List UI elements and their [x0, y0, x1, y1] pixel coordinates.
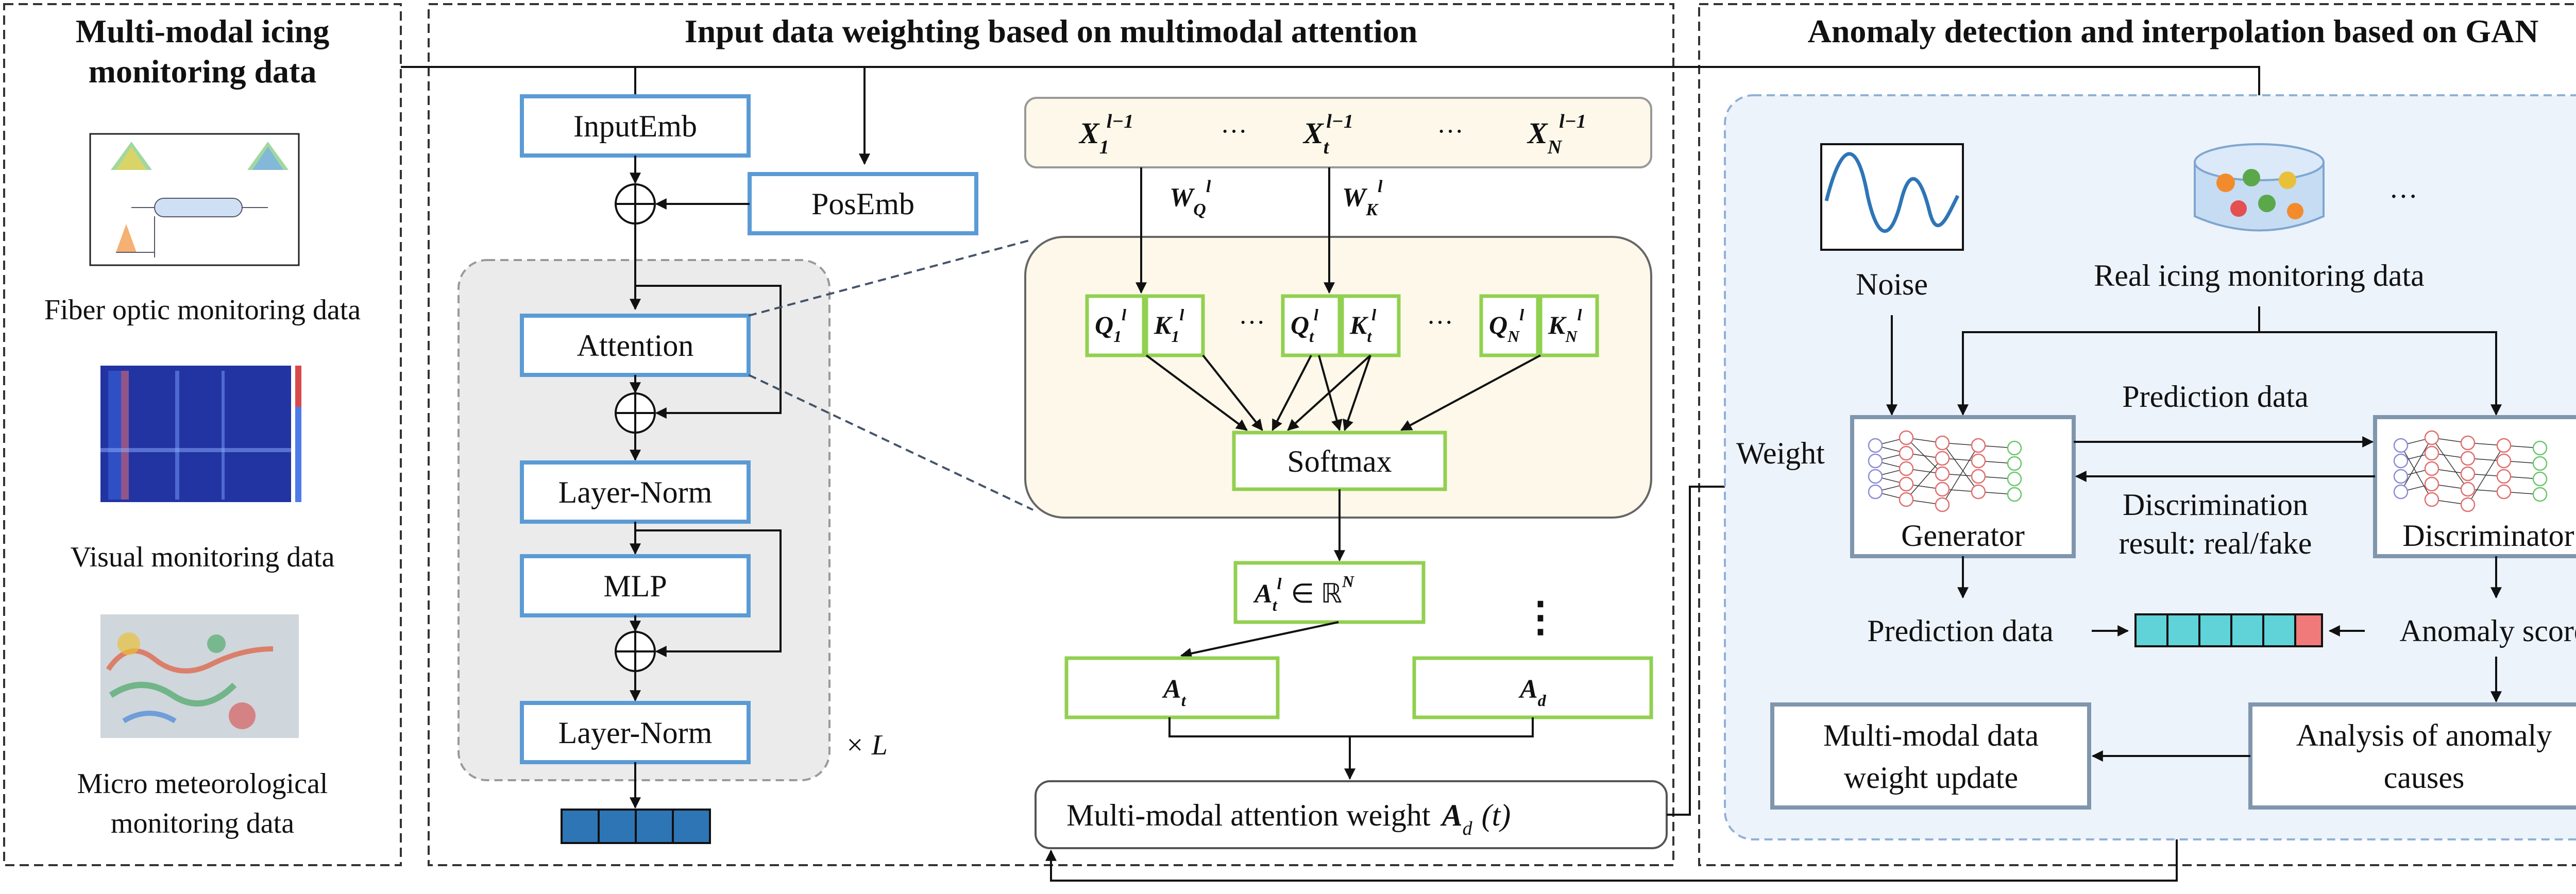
- add-node-2: [615, 392, 656, 434]
- real-data-split: [1957, 306, 2260, 416]
- svg-text:Q1l: Q1l: [1095, 305, 1126, 346]
- x-ellipsis-1: ···: [1221, 117, 1247, 146]
- left-panel-title-line1: Multi-modal icing: [76, 13, 329, 49]
- svg-text:X1l−1: X1l−1: [1078, 111, 1133, 158]
- svg-text:XNl−1: XNl−1: [1527, 111, 1586, 158]
- qk-to-softmax-arrows: [1145, 354, 1541, 432]
- qk-pair-n: QNl KNl: [1479, 294, 1599, 357]
- softmax-label: Softmax: [1287, 444, 1392, 478]
- attention-box: [520, 314, 751, 377]
- a-d-box: [1412, 656, 1653, 719]
- atl-to-at: [1180, 621, 1339, 659]
- svg-text:K1l: K1l: [1154, 305, 1184, 346]
- attention-residual: [635, 285, 782, 419]
- input-emb-label: InputEmb: [573, 109, 697, 143]
- left-panel: [3, 3, 402, 866]
- micro-label-line1: Micro meteorological: [77, 768, 328, 800]
- x-token-t: Xtl−1: [1302, 111, 1353, 158]
- prediction-bottom-label: Prediction data: [1867, 614, 2054, 648]
- qk-pair-1: Q1l K1l: [1085, 294, 1205, 357]
- zoom-line-top: [748, 238, 1033, 317]
- update-box: [1770, 702, 2091, 810]
- mlp-label: MLP: [603, 569, 667, 603]
- svg-text:Xtl−1: Xtl−1: [1302, 111, 1353, 158]
- visual-heatmap-image: [100, 366, 301, 502]
- prediction-top-label: Prediction data: [2122, 380, 2309, 414]
- layer-norm-2-label: Layer-Norm: [558, 716, 713, 750]
- discriminator-label: Discriminator: [2402, 519, 2574, 553]
- svg-text:QNl: QNl: [1489, 305, 1524, 346]
- a-t-l-label: Atl∈ ℝN: [1253, 572, 1355, 614]
- x-token-n: XNl−1: [1527, 111, 1586, 158]
- a-t-box: [1064, 656, 1280, 719]
- micro-meteorological-map: [100, 614, 299, 738]
- analysis-label-line1: Analysis of anomaly: [2296, 718, 2552, 752]
- x-token-1: X1l−1: [1078, 111, 1133, 158]
- wk-label: WKl: [1342, 177, 1383, 219]
- update-label-line2: weight update: [1844, 761, 2018, 795]
- discrimination-label-line1: Discrimination: [2123, 488, 2308, 522]
- pos-emb-label: PosEmb: [811, 187, 914, 221]
- x-tokens-panel: [1024, 97, 1652, 168]
- generator-label: Generator: [1901, 519, 2025, 553]
- add-node-3: [615, 631, 656, 672]
- a-t-l-box: [1233, 561, 1426, 624]
- svg-text:KNl: KNl: [1548, 305, 1582, 346]
- right-panel-title: Anomaly detection and interpolation base…: [1808, 13, 2539, 49]
- svg-text:Qtl: Qtl: [1291, 305, 1318, 346]
- layer-norm-1-label: Layer-Norm: [558, 475, 713, 509]
- generator-nodes: [1868, 430, 2022, 512]
- x-ellipsis-2: ···: [1437, 117, 1464, 146]
- anomaly-score-label: Anomaly score: [2400, 614, 2576, 648]
- add-node-1: [615, 183, 656, 225]
- discriminator-network-icon: [2400, 437, 2540, 505]
- output-sequence: [561, 809, 711, 844]
- svg-text:Ktl: Ktl: [1349, 305, 1376, 346]
- qk-ellipsis-2: ···: [1427, 308, 1453, 337]
- database-icon: [2194, 143, 2325, 232]
- mlp-residual: [635, 529, 782, 657]
- feedback-line: [1045, 807, 2178, 882]
- noise-signal-icon: [1820, 143, 1964, 251]
- attention-label: Attention: [577, 329, 694, 363]
- a-t-label: At: [1162, 675, 1187, 710]
- middle-panel-title: Input data weighting based on multimodal…: [685, 13, 1417, 49]
- visual-label: Visual monitoring data: [71, 541, 335, 573]
- pos-emb-box: [748, 172, 978, 235]
- generator-box: [1850, 415, 2076, 558]
- discrimination-label-line2: result: real/fake: [2119, 526, 2312, 560]
- softmax-box: [1232, 431, 1447, 491]
- zoom-line-bottom: [748, 374, 1033, 511]
- input-emb-box: [520, 94, 751, 158]
- discriminator-nodes: [2393, 430, 2548, 512]
- real-data-label: Real icing monitoring data: [2094, 259, 2425, 293]
- fiber-optic-label: Fiber optic monitoring data: [44, 294, 361, 326]
- mlp-box: [520, 554, 751, 617]
- qk-pair-t: Qtl Ktl: [1281, 294, 1401, 357]
- right-panel: [1698, 3, 2576, 866]
- analysis-box: [2248, 702, 2576, 810]
- real-data-to-discriminator: [2259, 331, 2502, 416]
- vertical-ellipsis: ⋮: [1520, 595, 1561, 640]
- analysis-label-line2: causes: [2384, 761, 2465, 795]
- at-ad-merge: [1168, 717, 1534, 737]
- fiber-optic-diagram: [89, 133, 300, 266]
- noise-label: Noise: [1856, 267, 1928, 301]
- gan-ellipsis: ···: [2389, 181, 2418, 213]
- generator-network-icon: [1875, 437, 2015, 505]
- micro-label-line2: monitoring data: [111, 807, 294, 839]
- weight-label: Weight: [1736, 436, 1825, 470]
- a-d-label: Ad: [1518, 675, 1547, 710]
- qk-ellipsis-1: ···: [1239, 308, 1265, 337]
- left-panel-title-line2: monitoring data: [89, 53, 317, 90]
- repeat-label: × L: [845, 729, 888, 761]
- discriminator-box: [2373, 415, 2576, 558]
- gan-panel: [1724, 94, 2576, 840]
- prediction-sequence-bar: [2134, 613, 2323, 647]
- update-label-line1: Multi-modal data: [1823, 718, 2039, 752]
- wq-label: WQl: [1170, 177, 1211, 219]
